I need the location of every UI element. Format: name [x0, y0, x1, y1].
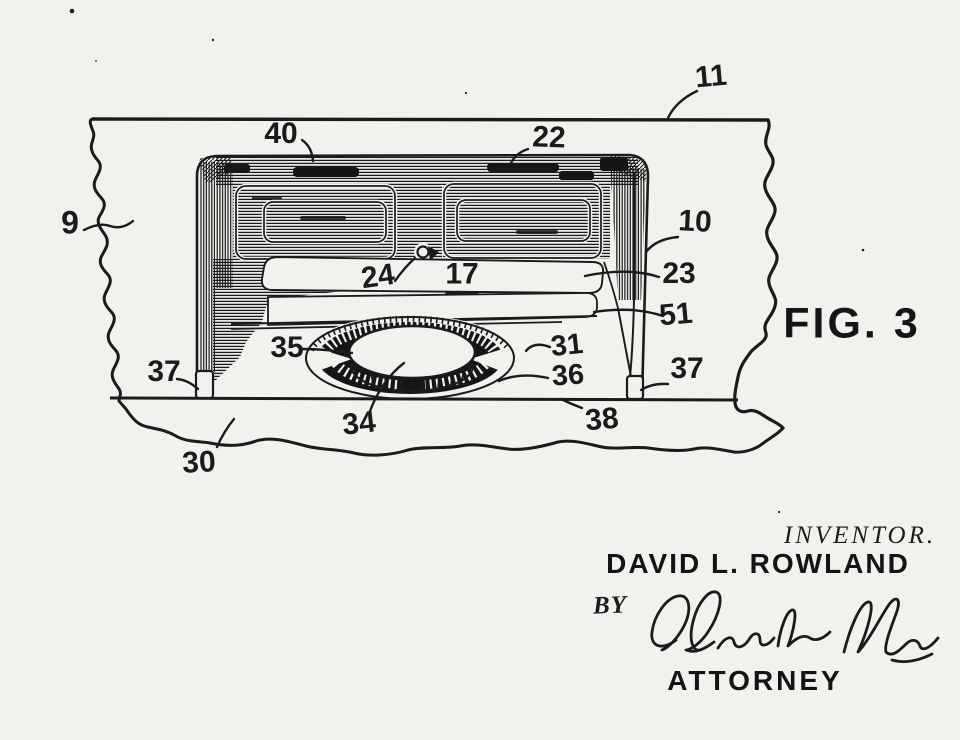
ref-label-30: 30 — [181, 445, 217, 480]
figure-label: FIG. 3 — [783, 299, 921, 348]
attorney-signature — [650, 590, 940, 663]
attorney-caption: ATTORNEY — [667, 665, 843, 696]
ref-label-11: 11 — [693, 58, 729, 95]
ref-label-38: 38 — [583, 401, 621, 438]
inventor-caption: INVENTOR. — [783, 522, 937, 549]
ref-label-9: 9 — [61, 204, 79, 241]
inventor-name: DAVID L. ROWLAND — [606, 548, 910, 579]
ring-glide-assembly — [303, 315, 519, 401]
scan-specks — [69, 8, 865, 514]
ref-label-35: 35 — [270, 331, 304, 364]
sectioned-block-outline — [88, 117, 785, 457]
ref-label-34: 34 — [340, 405, 378, 442]
recess-cavity-outline — [195, 153, 650, 399]
leader-lines — [82, 89, 699, 449]
ref-label-23: 23 — [662, 257, 696, 290]
bottom-torn-edge — [117, 399, 785, 457]
ref-label-17: 17 — [445, 258, 479, 295]
ref-label-22: 22 — [531, 120, 567, 155]
ref-label-37-left: 37 — [147, 355, 181, 388]
right-torn-edge — [733, 118, 785, 430]
ref-label-37-right: 37 — [670, 352, 704, 385]
ref-label-10: 10 — [677, 204, 713, 239]
ink-smears — [224, 157, 628, 234]
foot-pads — [194, 369, 645, 401]
ring-inner-face — [347, 324, 477, 380]
ref-label-24: 24 — [359, 257, 397, 296]
pivot-detail — [414, 243, 439, 273]
ref-label-36: 36 — [550, 358, 586, 393]
ref-label-51: 51 — [657, 296, 695, 333]
left-torn-edge — [88, 117, 122, 403]
seat-bands — [230, 172, 635, 378]
ref-label-40: 40 — [264, 117, 298, 150]
by-label: BY — [592, 591, 628, 620]
